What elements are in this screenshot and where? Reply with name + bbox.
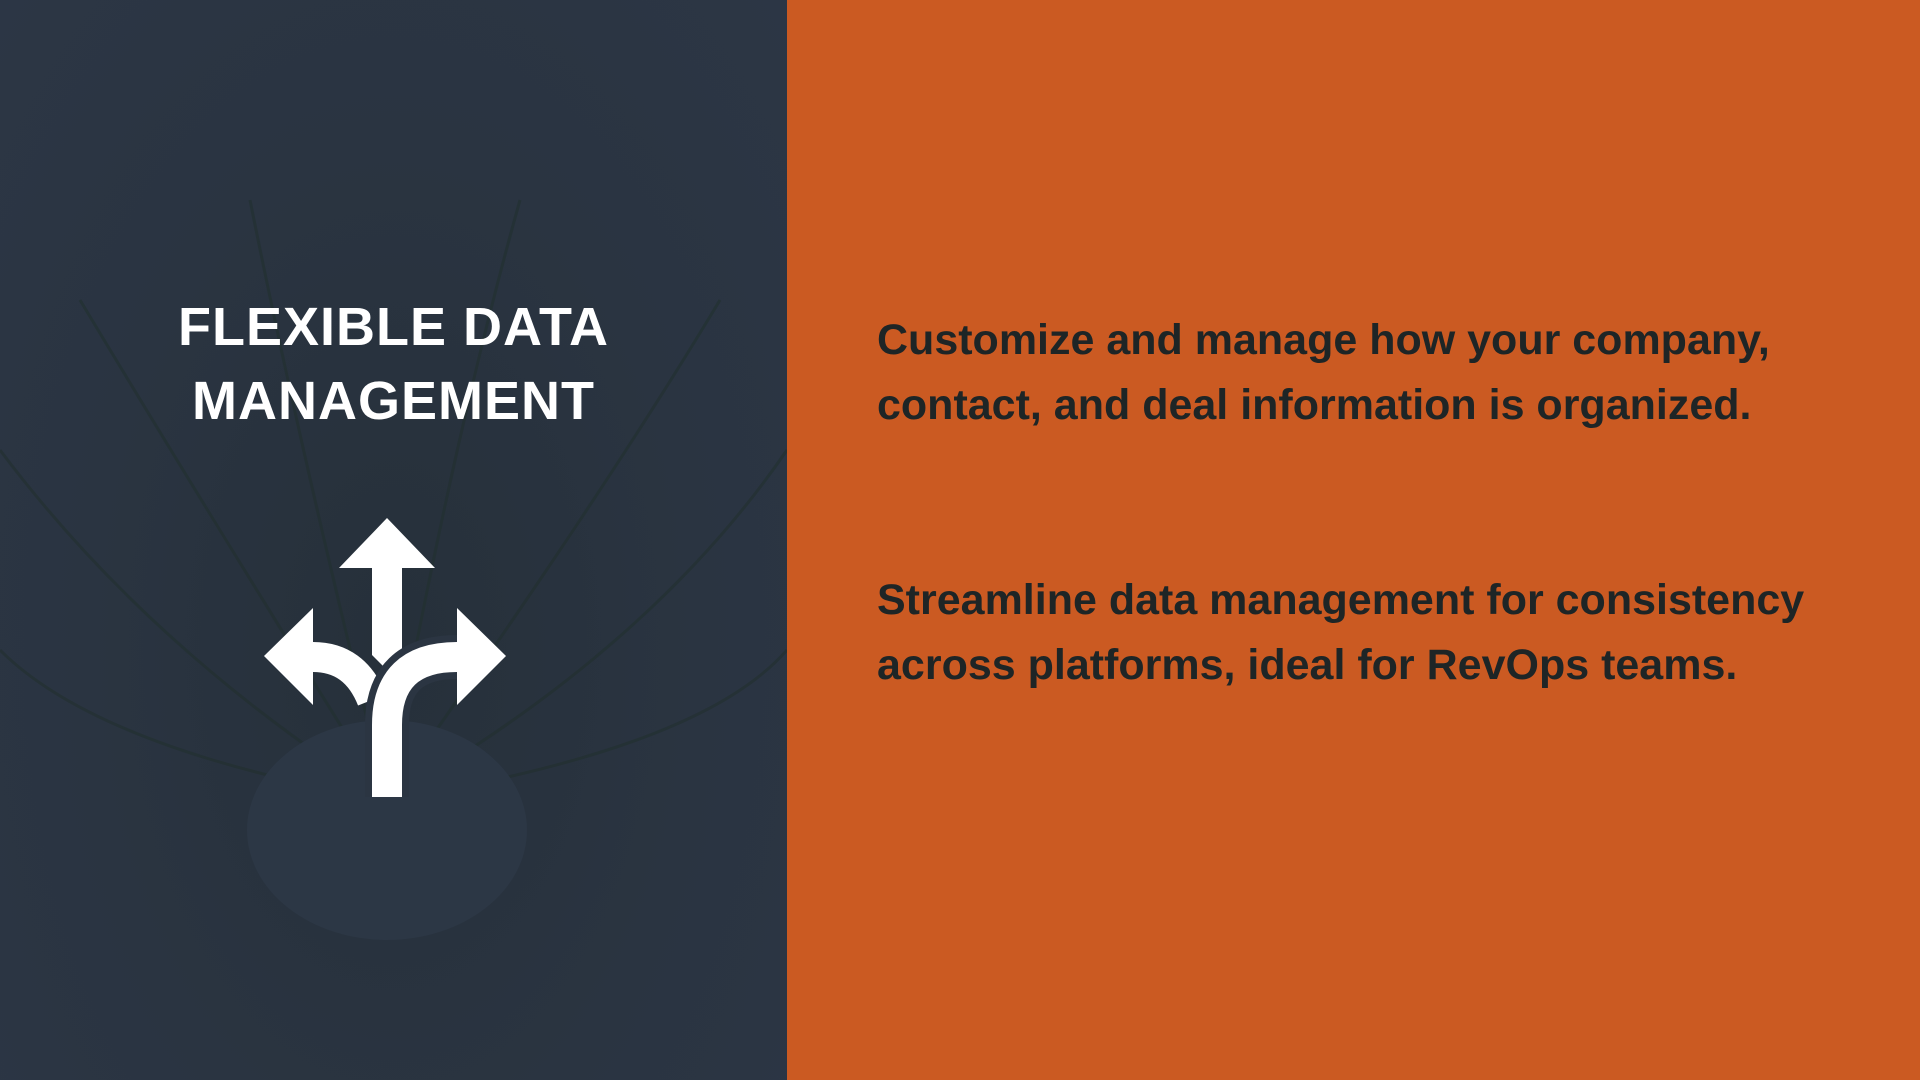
title-line-2: MANAGEMENT [192,371,595,431]
description-paragraph-1: Customize and manage how your company, c… [877,316,1770,429]
page-title: FLEXIBLE DATA MANAGEMENT [0,290,787,438]
split-arrows-icon [264,518,506,797]
title-line-1: FLEXIBLE DATA [178,297,609,357]
description-paragraph-2: Streamline data management for consisten… [877,576,1805,689]
left-panel: FLEXIBLE DATA MANAGEMENT [0,0,787,1080]
right-panel [787,0,1920,1080]
